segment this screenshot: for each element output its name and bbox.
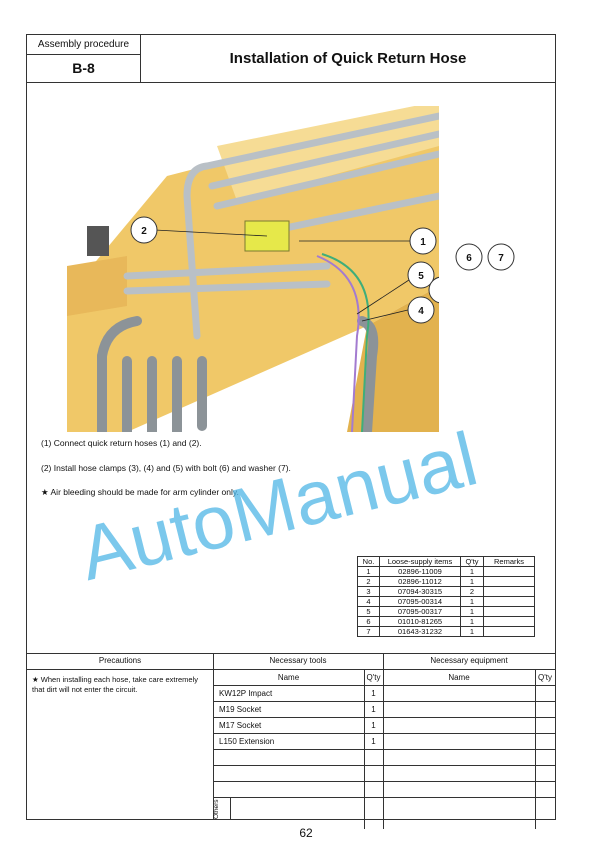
tool-qty: 1 [371,721,376,730]
procedure-label: Assembly procedure [27,35,140,55]
instruction-step-1: (1) Connect quick return hoses (1) and (… [41,438,202,448]
callout-7: 7 [487,243,515,271]
callout-2: 2 [130,216,158,244]
page-title: Installation of Quick Return Hose [229,50,467,67]
tool-qty: 1 [371,689,376,698]
procedure-box: Assembly procedure B-8 [27,35,141,83]
tool-qty: 1 [371,737,376,746]
instruction-note: ★ Air bleeding should be made for arm cy… [41,487,239,497]
tools-header: Necessary tools [269,656,327,665]
tool-name: M19 Socket [219,705,262,714]
tool-name: KW12P Impact [219,689,273,698]
tool-qty: 1 [371,705,376,714]
bottom-panel: Precautions ★ When installing each hose,… [27,653,555,829]
procedure-code: B-8 [72,60,95,76]
equipment-name-col: Name [448,673,470,682]
tools-qty-col: Q'ty [366,673,381,682]
col-qty: Q'ty [460,556,484,567]
table-header-row: No. Loose-supply items Q'ty Remarks [357,556,535,567]
assembly-figure: 2 1 5 3 4 [67,106,439,432]
tools-name-col: Name [277,673,300,682]
svg-text:4: 4 [418,306,424,317]
others-label: Others [213,799,220,819]
precautions-header: Precautions [98,656,142,665]
svg-text:5: 5 [418,271,424,282]
precautions-note: ★ When installing each hose, take care e… [32,675,198,694]
svg-text:6: 6 [466,253,472,264]
col-remarks: Remarks [483,556,535,567]
callout-group-6-7: 6 7 [455,243,515,271]
svg-text:1: 1 [420,237,426,248]
callout-1: 1 [409,227,437,255]
callout-3: 3 [428,276,439,304]
callout-4: 4 [407,296,435,324]
tool-name: M17 Socket [219,721,262,730]
svg-text:2: 2 [141,226,147,237]
instruction-step-2: (2) Install hose clamps (3), (4) and (5)… [41,463,291,473]
col-no: No. [357,556,380,567]
svg-text:7: 7 [498,253,504,264]
callout-5: 5 [407,261,435,289]
equipment-qty-col: Q'ty [538,673,552,682]
equipment-header: Necessary equipment [430,656,508,665]
page-number: 62 [299,826,313,840]
tool-name: L150 Extension [219,737,275,746]
col-item: Loose-supply items [379,556,461,567]
callout-6: 6 [455,243,483,271]
page-frame: Assembly procedure B-8 Installation of Q… [26,34,556,829]
